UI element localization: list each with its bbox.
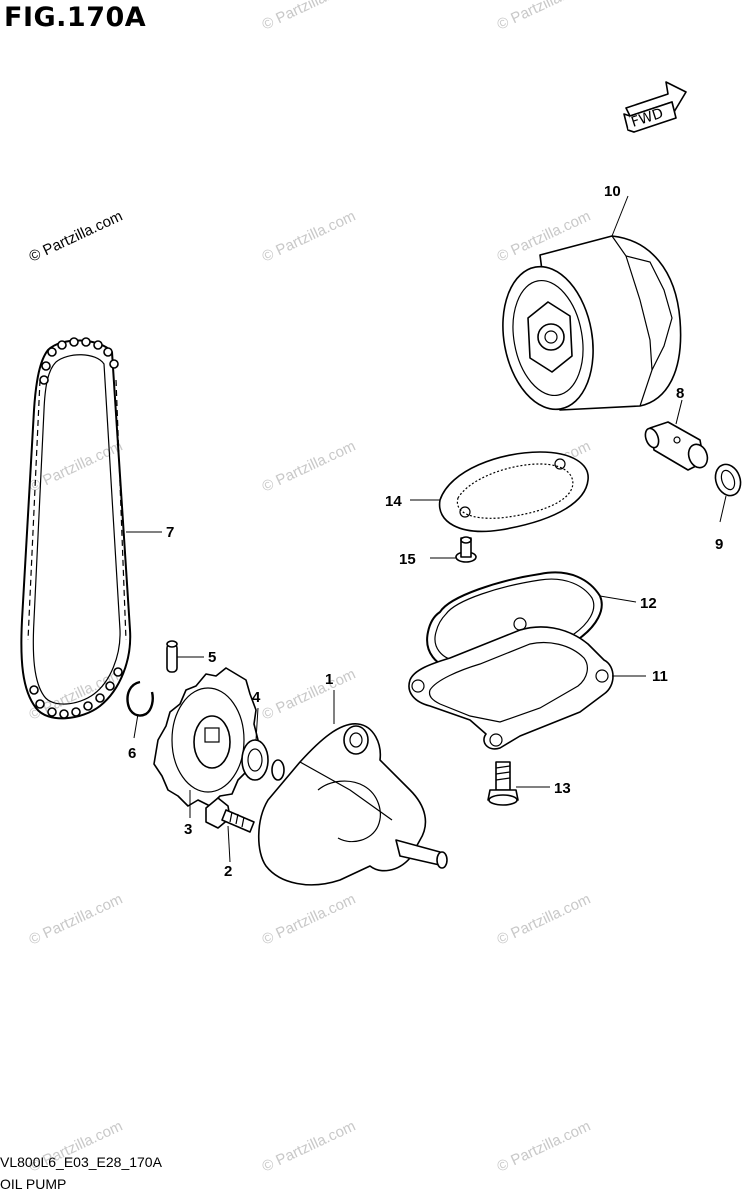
watermark: © Partzilla.com [495,891,594,949]
callout-9: 9 [715,536,723,553]
chain-links-bottom [29,667,123,719]
figure-name: OIL PUMP [0,1176,67,1192]
part-14-oil-strainer [438,451,589,533]
watermark-layer: © Partzilla.com © Partzilla.com © Partzi… [27,0,594,1176]
watermark: © Partzilla.com [260,666,359,724]
part-10-oil-filter [502,235,682,411]
figure-title: FIG.170A [4,2,147,33]
fwd-arrow-icon: FWD [623,81,687,133]
callout-7: 7 [166,524,174,541]
watermark: © Partzilla.com [260,438,359,496]
part-3-sprocket [153,667,259,807]
part-13-bolt [487,761,519,806]
watermark: © Partzilla.com [495,0,594,34]
part-6-circlip [126,680,154,717]
watermark: © Partzilla.com [27,891,126,949]
callout-5: 5 [208,649,216,666]
watermark: © Partzilla.com [495,1118,594,1176]
watermark: © Partzilla.com [260,891,359,949]
part-1-oil-pump [257,723,448,886]
watermark-dark: © Partzilla.com [27,208,126,266]
watermark: © Partzilla.com [260,208,359,266]
callout-15: 15 [399,551,416,568]
part-9-o-ring [714,463,742,497]
callout-2: 2 [224,863,232,880]
leader-lines [126,195,727,863]
watermark: © Partzilla.com [260,1118,359,1176]
callout-13: 13 [554,780,571,797]
part-4-washer [241,739,269,781]
watermark: © Partzilla.com [260,0,359,34]
part-5-dowel-pin [166,640,178,673]
callout-14: 14 [385,493,402,510]
callout-4: 4 [252,689,261,706]
callout-12: 12 [640,595,657,612]
chain-links-top [39,337,119,385]
part-11-cover [408,617,614,750]
callout-10: 10 [604,183,621,200]
callout-11: 11 [652,668,668,685]
part-7-chain [20,337,132,720]
figure-code: VL800L6_E03_E28_170A [0,1154,162,1170]
callouts: 10 8 9 14 15 12 11 13 7 5 4 6 1 3 2 [128,183,723,880]
part-15-screw [455,536,477,563]
part-2-flange-bolt [205,797,255,833]
part-8-union-bolt [644,421,709,471]
callout-1: 1 [325,671,333,688]
callout-3: 3 [184,821,192,838]
callout-8: 8 [676,385,684,402]
callout-6: 6 [128,745,136,762]
